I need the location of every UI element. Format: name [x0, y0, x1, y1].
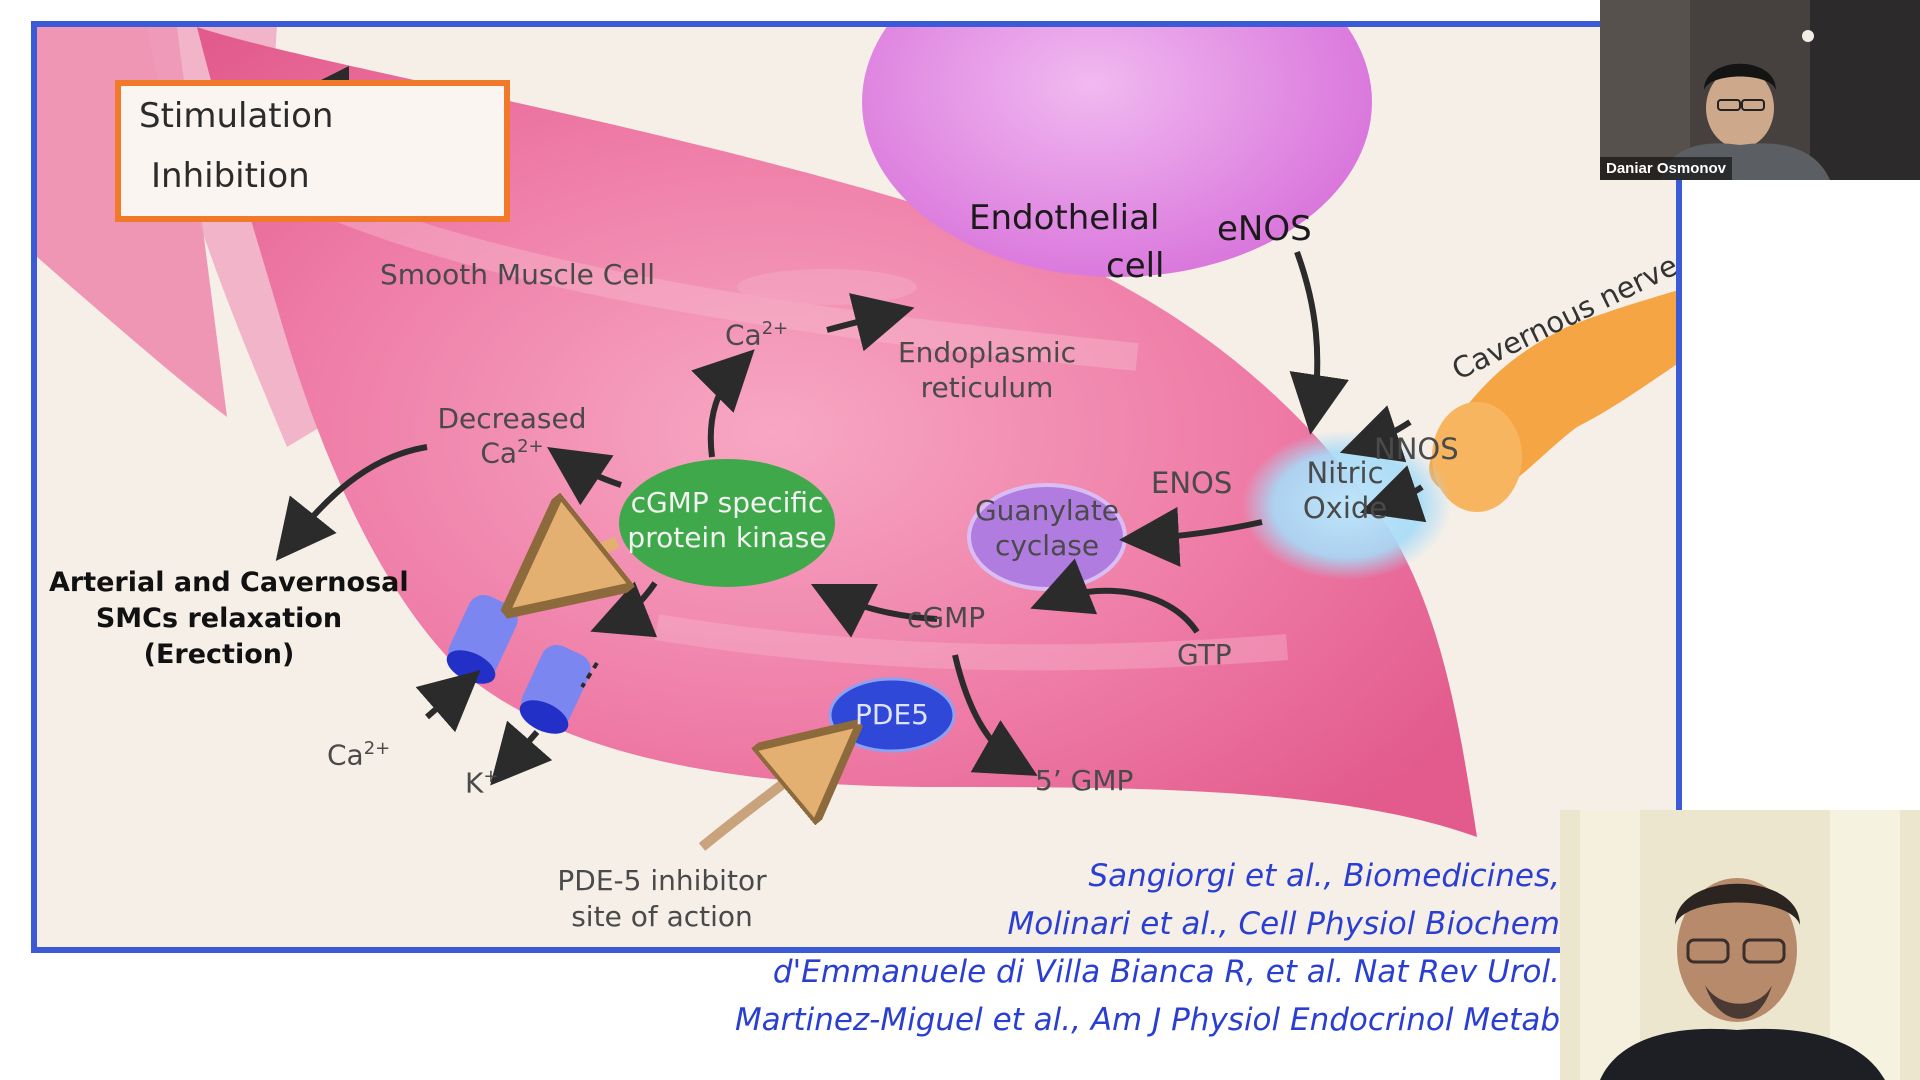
ca-top-label: Ca2+: [725, 318, 789, 352]
five-gmp-label: 5’ GMP: [1035, 764, 1134, 797]
legend-inhibition: Inhibition: [151, 156, 310, 196]
cgmp-protein-kinase: [619, 459, 835, 587]
gtp-label: GTP: [1177, 638, 1232, 671]
relaxation-label-line2: SMCs relaxation: [95, 603, 343, 634]
pathway-diagram: [37, 27, 1676, 851]
legend-stimulation: Stimulation: [139, 96, 334, 136]
pde5-label: PDE5: [855, 698, 929, 731]
decreased-ca-superscript: 2+: [517, 436, 544, 457]
kinase-label-line2: protein kinase: [627, 521, 827, 554]
diagram-frame: Stimulation Inhibition Smooth Muscle Cel…: [31, 21, 1682, 953]
k-bottom-text: K: [465, 766, 484, 800]
decreased-ca-label: Ca2+: [432, 436, 592, 470]
kinase-label-line1: cGMP specific: [630, 486, 824, 519]
ca-top-text: Ca: [725, 318, 762, 352]
relaxation-label-line3: (Erection): [143, 639, 295, 670]
ca-bottom-label: Ca2+: [327, 738, 391, 772]
ca-bottom-text: Ca: [327, 738, 364, 772]
nitric-oxide-label-line1: Nitric: [1306, 456, 1384, 490]
ca-bottom-superscript: 2+: [363, 738, 391, 759]
reference-2: Molinari et al., Cell Physiol Biochem: [1007, 906, 1560, 942]
guanylate-cyclase-label-line2: cyclase: [994, 529, 1100, 562]
endothelial-cell: [862, 27, 1372, 277]
enos-mid-label: ENOS: [1151, 466, 1233, 500]
participant-video-tile-2[interactable]: [1560, 810, 1920, 1080]
participant-name-1: Daniar Osmonov: [1600, 157, 1733, 180]
endoplasmic-label-line2: reticulum: [920, 371, 1054, 404]
legend: Stimulation Inhibition: [115, 80, 510, 222]
relaxation-label-line1: Arterial and Cavernosal: [49, 567, 409, 598]
guanylate-cyclase-label-line1: Guanylate: [974, 494, 1120, 527]
participant-video-tile-1[interactable]: Daniar Osmonov: [1600, 0, 1920, 180]
k-bottom-superscript: +: [483, 766, 499, 787]
reference-4: Martinez-Miguel et al., Am J Physiol End…: [734, 1002, 1560, 1038]
references: Sangiorgi et al., Biomedicines, Molinari…: [735, 852, 1560, 1044]
endothelial-cell-label-line2: cell: [1106, 246, 1165, 286]
pde5-inhibitor-label-line1: PDE-5 inhibitor: [557, 864, 767, 897]
smooth-muscle-cell: [197, 27, 1477, 837]
k-bottom-label: K+: [465, 766, 499, 800]
endoplasmic-label-line1: Endoplasmic: [897, 336, 1077, 369]
participant-video-2: [1560, 810, 1920, 1080]
participant-video-1: [1600, 0, 1920, 180]
ca-top-superscript: 2+: [761, 318, 789, 339]
cgmp-label: cGMP: [907, 601, 986, 634]
endothelial-cell-label-line1: Endothelial: [969, 198, 1160, 238]
reference-1: Sangiorgi et al., Biomedicines,: [1088, 858, 1560, 894]
smooth-muscle-cell-label: Smooth Muscle Cell: [380, 258, 656, 291]
enos-top-label: eNOS: [1217, 209, 1312, 249]
decreased-label-line1: Decreased: [437, 402, 587, 435]
pde5-inhibitor-label-line2: site of action: [571, 900, 753, 933]
nnos-label: NNOS: [1374, 432, 1459, 466]
decreased-ca-text: Ca: [480, 436, 518, 470]
nitric-oxide-label-line2: Oxide: [1302, 491, 1388, 525]
reference-3: d'Emmanuele di Villa Bianca R, et al. Na…: [772, 954, 1560, 990]
